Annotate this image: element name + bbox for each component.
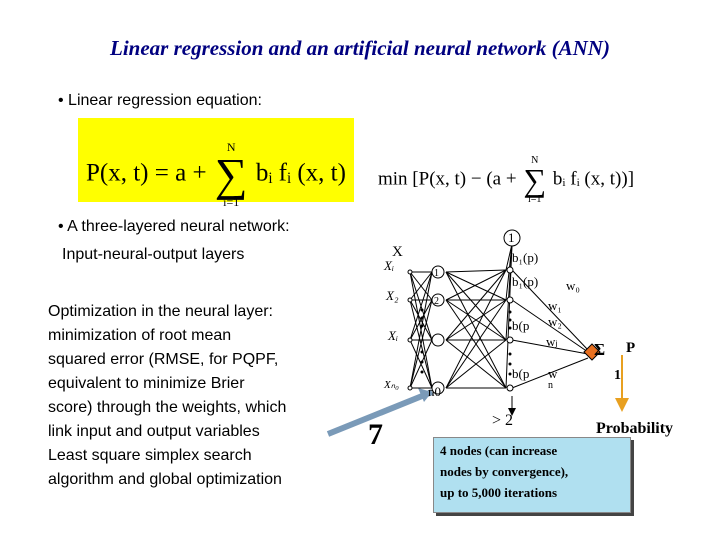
optimization-line: squared error (RMSE, for PQPF, (48, 351, 279, 368)
pointer-arrow-head (418, 388, 432, 402)
weight-label: w₀ (566, 278, 580, 293)
input-hidden-connections (409, 271, 433, 389)
neural-output-label: b₁(p) (512, 250, 539, 265)
input-label: Xᵢ (388, 328, 398, 343)
output-node (583, 343, 601, 361)
weight-label: wⱼ (546, 334, 558, 349)
slide-number-seven: 7 (368, 418, 383, 451)
min-prefix: min [P(x, t) − (a + (378, 168, 517, 190)
bullet-neural-network-sub: Input-neural-output layers (62, 246, 245, 263)
output-value: 1 (614, 368, 621, 383)
optimization-line: Optimization in the neural layer: (48, 303, 273, 320)
min-suffix: bᵢ fᵢ (x, t))] (552, 168, 635, 190)
weight-label: w (548, 366, 558, 381)
weight-label: w₁ (548, 298, 562, 313)
hidden-neural-connections (445, 269, 507, 389)
optimization-line: equivalent to minimize Brier (48, 375, 245, 392)
nodes-note-line: up to 5,000 iterations (440, 485, 557, 500)
weight-label: w₂ (548, 314, 562, 329)
bias-label: 1 (508, 230, 515, 245)
equation-rhs: bᵢ fᵢ (x, t) (255, 159, 346, 187)
neural-output-label: b(p (512, 366, 530, 381)
input-label: Xᵢ (384, 258, 394, 273)
neural-output-label: b₁(p) (512, 274, 539, 289)
input-nodes (407, 269, 413, 391)
input-label: Xₙ₀ (384, 379, 399, 391)
bullet-neural-network: • A three-layered neural network: (58, 218, 290, 235)
optimization-line: link input and output variables (48, 423, 260, 440)
optimization-line: score) through the weights, which (48, 399, 287, 416)
equation-sum-bottom: i=1 (223, 195, 240, 209)
optimization-text: Optimization in the neural layer: minimi… (48, 300, 286, 492)
equation-sum: N ∑ i=1 (214, 140, 248, 209)
output-arrow-head (615, 398, 629, 412)
pointer-arrow (326, 389, 434, 437)
neural-output-label: b(p (512, 318, 530, 333)
hidden-node-label: n0 (428, 384, 441, 399)
hidden-node-label: 2 (434, 296, 439, 307)
slide-title: Linear regression and an artificial neur… (110, 36, 610, 60)
equation-sum-top: N (226, 140, 236, 154)
weight-label: n (548, 380, 553, 391)
optimization-line: minimization of root mean (48, 327, 232, 344)
nodes-note-line: nodes by convergence), (440, 464, 569, 479)
ellipsis-dots (420, 308, 512, 376)
min-sum: N ∑ i=1 (523, 155, 547, 205)
equation-highlight (78, 118, 354, 202)
nodes-note: 4 nodes (can increase nodes by convergen… (433, 437, 631, 513)
bullet-linear-regression: • Linear regression equation: (58, 92, 262, 109)
hidden-nodes (431, 265, 445, 395)
hidden-node-label: 1 (434, 268, 439, 279)
p-label: P (626, 340, 636, 356)
x-label: X (392, 244, 403, 260)
neural-output-connections (511, 269, 589, 389)
min-sum-top: N (531, 155, 539, 166)
optimization-line: Least square simplex search (48, 447, 252, 464)
threshold-label: > 2 (492, 412, 514, 429)
equation-lhs: P(x, t) = a + (86, 159, 207, 187)
bias-node (503, 229, 521, 247)
min-sum-bottom: i=1 (528, 194, 542, 205)
input-label: X₂ (386, 288, 399, 303)
regression-equation: P(x, t) = a + N ∑ i=1 bᵢ fᵢ (x, t) (86, 140, 346, 210)
probability-label: Probability (596, 420, 674, 437)
sum-symbol: Σ (594, 340, 606, 359)
nodes-note-line: 4 nodes (can increase (440, 443, 558, 458)
neural-nodes (506, 266, 514, 392)
minimization-expression: min [P(x, t) − (a + N ∑ i=1 bᵢ fᵢ (x, t)… (378, 155, 634, 205)
optimization-line: algorithm and global optimization (48, 471, 282, 488)
